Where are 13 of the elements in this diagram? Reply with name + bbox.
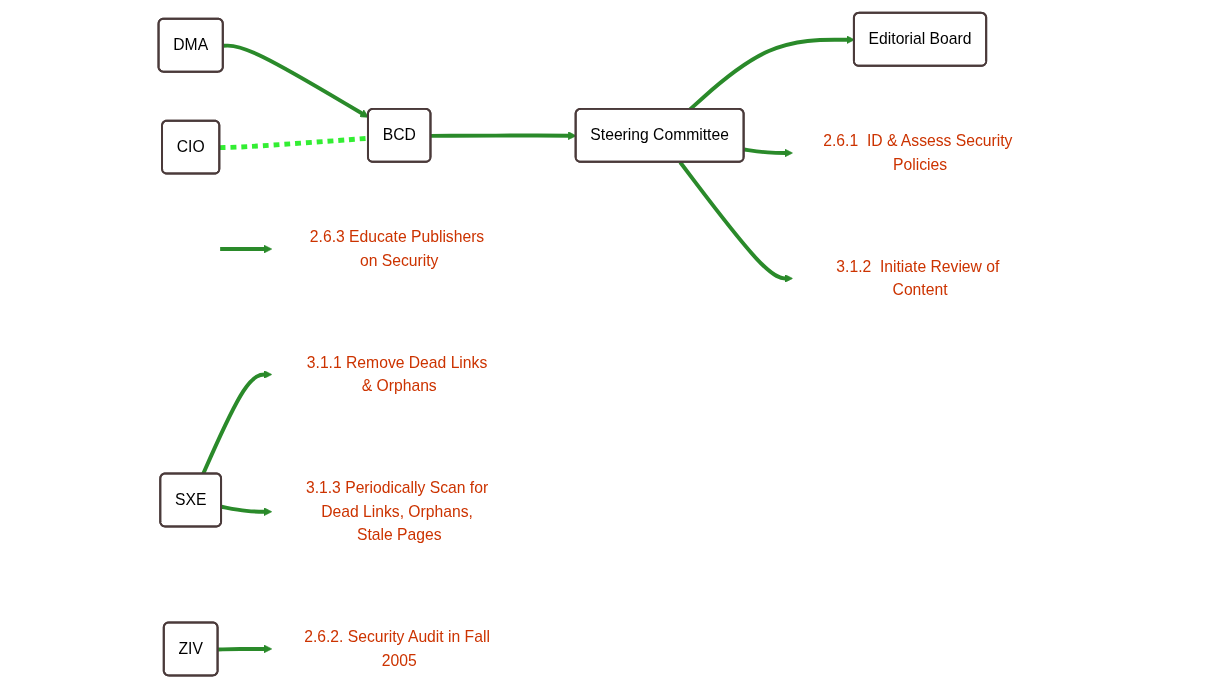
arrow bbox=[678, 161, 793, 283]
arrow bbox=[221, 504, 273, 517]
arrow bbox=[218, 644, 273, 654]
node-text: 3.1.3 Periodically Scan for Dead Links, Orphans, Stale Pages bbox=[305, 479, 489, 544]
arrow bbox=[743, 147, 793, 158]
node-text: 2.6.1 ID & Assess Security Policies bbox=[823, 132, 1013, 173]
node-text: 3.1.1 Remove Dead Links & Orphans bbox=[306, 353, 488, 395]
node-text: 2.6.2. Security Audit in Fall 2005 bbox=[304, 628, 490, 669]
arrow bbox=[220, 244, 273, 254]
arrow bbox=[201, 370, 273, 475]
node-text: 3.1.2 Initiate Review of Content bbox=[836, 257, 1000, 299]
node-text: 2.6.3 Educate Publishers on Security bbox=[309, 228, 485, 269]
arrow bbox=[223, 43, 369, 118]
